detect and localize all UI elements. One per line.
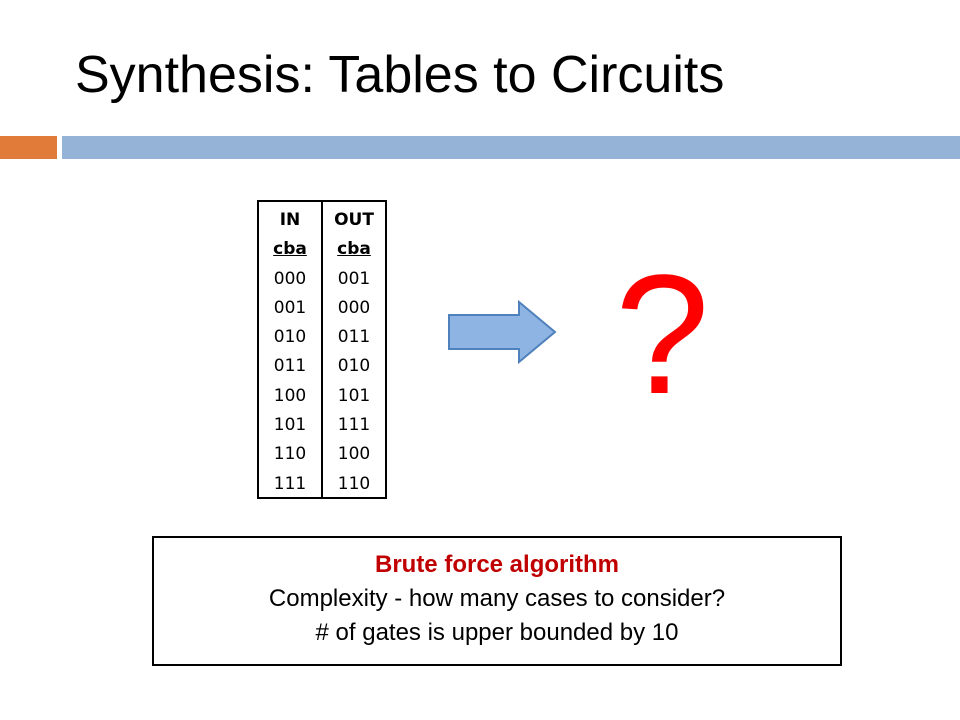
right-arrow-icon	[448, 300, 557, 364]
note-line-complexity: Complexity - how many cases to consider?	[268, 585, 726, 612]
accent-bar-blue	[62, 136, 960, 159]
output-value: 100	[337, 444, 371, 465]
output-value: 001	[337, 268, 371, 289]
input-value: 001	[273, 297, 307, 318]
input-value: 011	[273, 356, 307, 377]
input-column: IN cba 000 001 010 011 100 101 110 111	[259, 202, 321, 497]
output-value: 010	[337, 356, 371, 377]
input-value: 110	[273, 444, 307, 465]
output-subheader: cba	[337, 239, 371, 260]
note-box: Brute force algorithm Complexity - how m…	[152, 536, 842, 666]
input-value: 010	[273, 327, 307, 348]
output-header: OUT	[334, 210, 374, 230]
output-value: 000	[337, 297, 371, 318]
input-subheader: cba	[273, 239, 307, 260]
note-title: Brute force algorithm	[374, 551, 620, 578]
output-value: 111	[337, 415, 371, 436]
output-value: 110	[337, 473, 371, 494]
input-value: 000	[273, 268, 307, 289]
note-line-gates: # of gates is upper bounded by 10	[315, 619, 679, 646]
input-value: 111	[273, 473, 307, 494]
output-value: 101	[337, 385, 371, 406]
question-mark: ?	[615, 240, 710, 430]
input-value: 101	[273, 415, 307, 436]
accent-bar-orange	[0, 136, 57, 159]
truth-table: IN cba 000 001 010 011 100 101 110 111 O…	[257, 200, 387, 499]
output-value: 011	[337, 327, 371, 348]
input-header: IN	[279, 210, 301, 230]
output-column: OUT cba 001 000 011 010 101 111 100 110	[321, 202, 385, 497]
slide-title: Synthesis: Tables to Circuits	[75, 46, 725, 104]
input-value: 100	[273, 385, 307, 406]
